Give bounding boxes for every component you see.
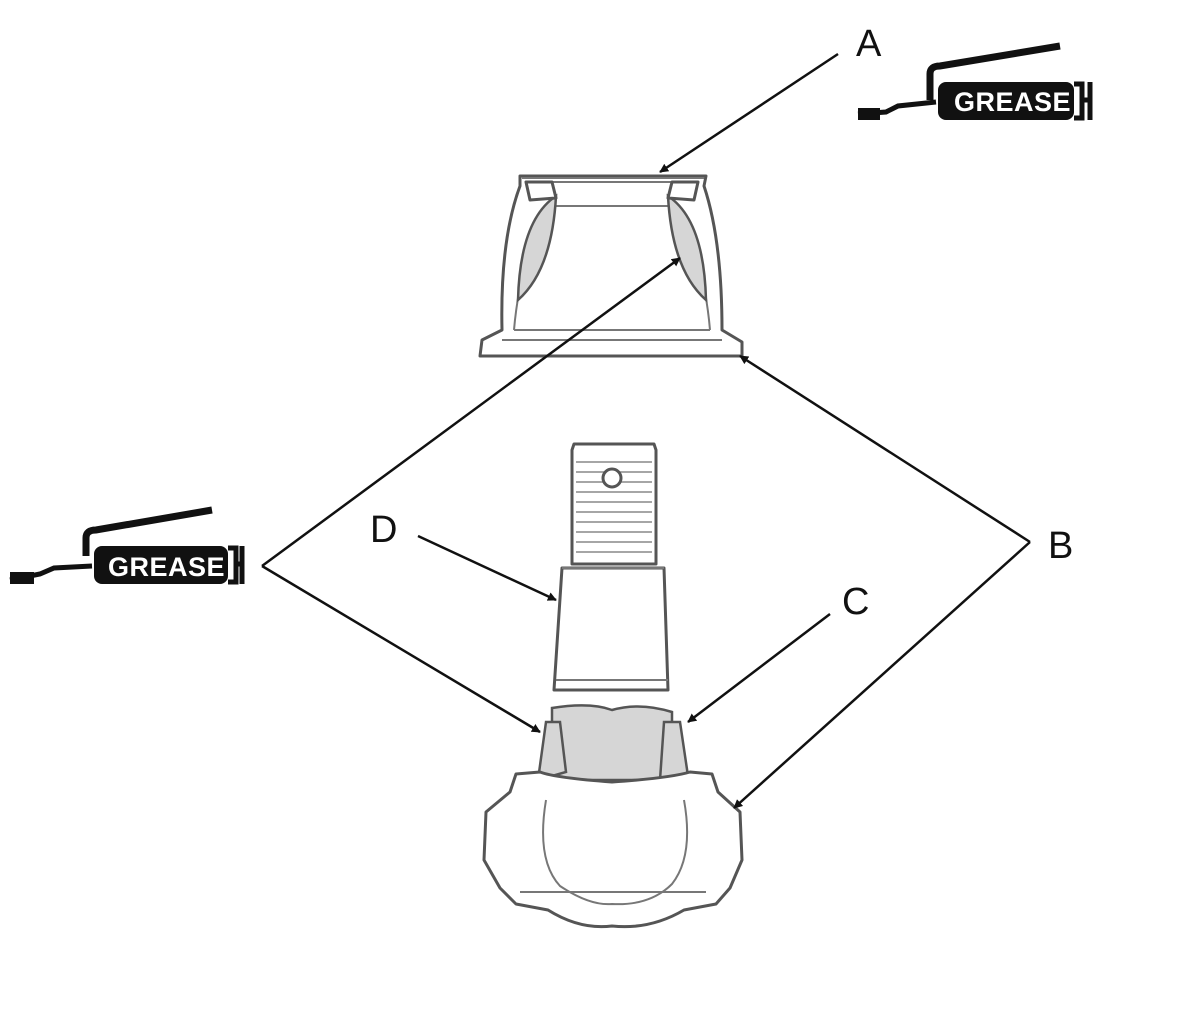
stud-threads (576, 461, 652, 553)
grease-label-left: GREASE (108, 552, 225, 582)
dust-boot-lip-right (666, 180, 700, 202)
grease-gun-icon: GREASE (9, 506, 245, 585)
leader-a (659, 52, 839, 174)
cotter-pin-hole (601, 467, 623, 489)
leader-b-bottom (733, 541, 1031, 809)
tapered-shank (552, 566, 670, 692)
callout-d: D (370, 509, 397, 551)
dust-boot-grease-right (666, 193, 708, 303)
dust-boot (478, 174, 744, 358)
leader-grease-bottom (261, 564, 541, 734)
grease-label-top: GREASE (954, 87, 1071, 117)
neck-grease-right (658, 720, 690, 782)
callout-c: C (842, 581, 869, 623)
leader-lines (261, 52, 1031, 809)
leader-grease-top (261, 256, 681, 568)
threaded-stud (570, 442, 658, 566)
callout-b: B (1048, 525, 1073, 567)
dust-boot-lip-left (524, 180, 558, 202)
neck-grease-left (536, 720, 568, 782)
leader-b-top (739, 354, 1031, 544)
dust-boot-grease-left (516, 193, 558, 303)
ball-joint (482, 442, 744, 929)
ball-joint-housing (482, 770, 744, 929)
ball-socket (542, 799, 689, 906)
grease-gun-icon: GREASE (857, 42, 1093, 121)
dust-boot-rim (522, 177, 704, 207)
neck-grease (550, 704, 674, 782)
leader-c (687, 613, 831, 723)
leader-d (417, 534, 557, 602)
callout-a: A (856, 23, 882, 65)
